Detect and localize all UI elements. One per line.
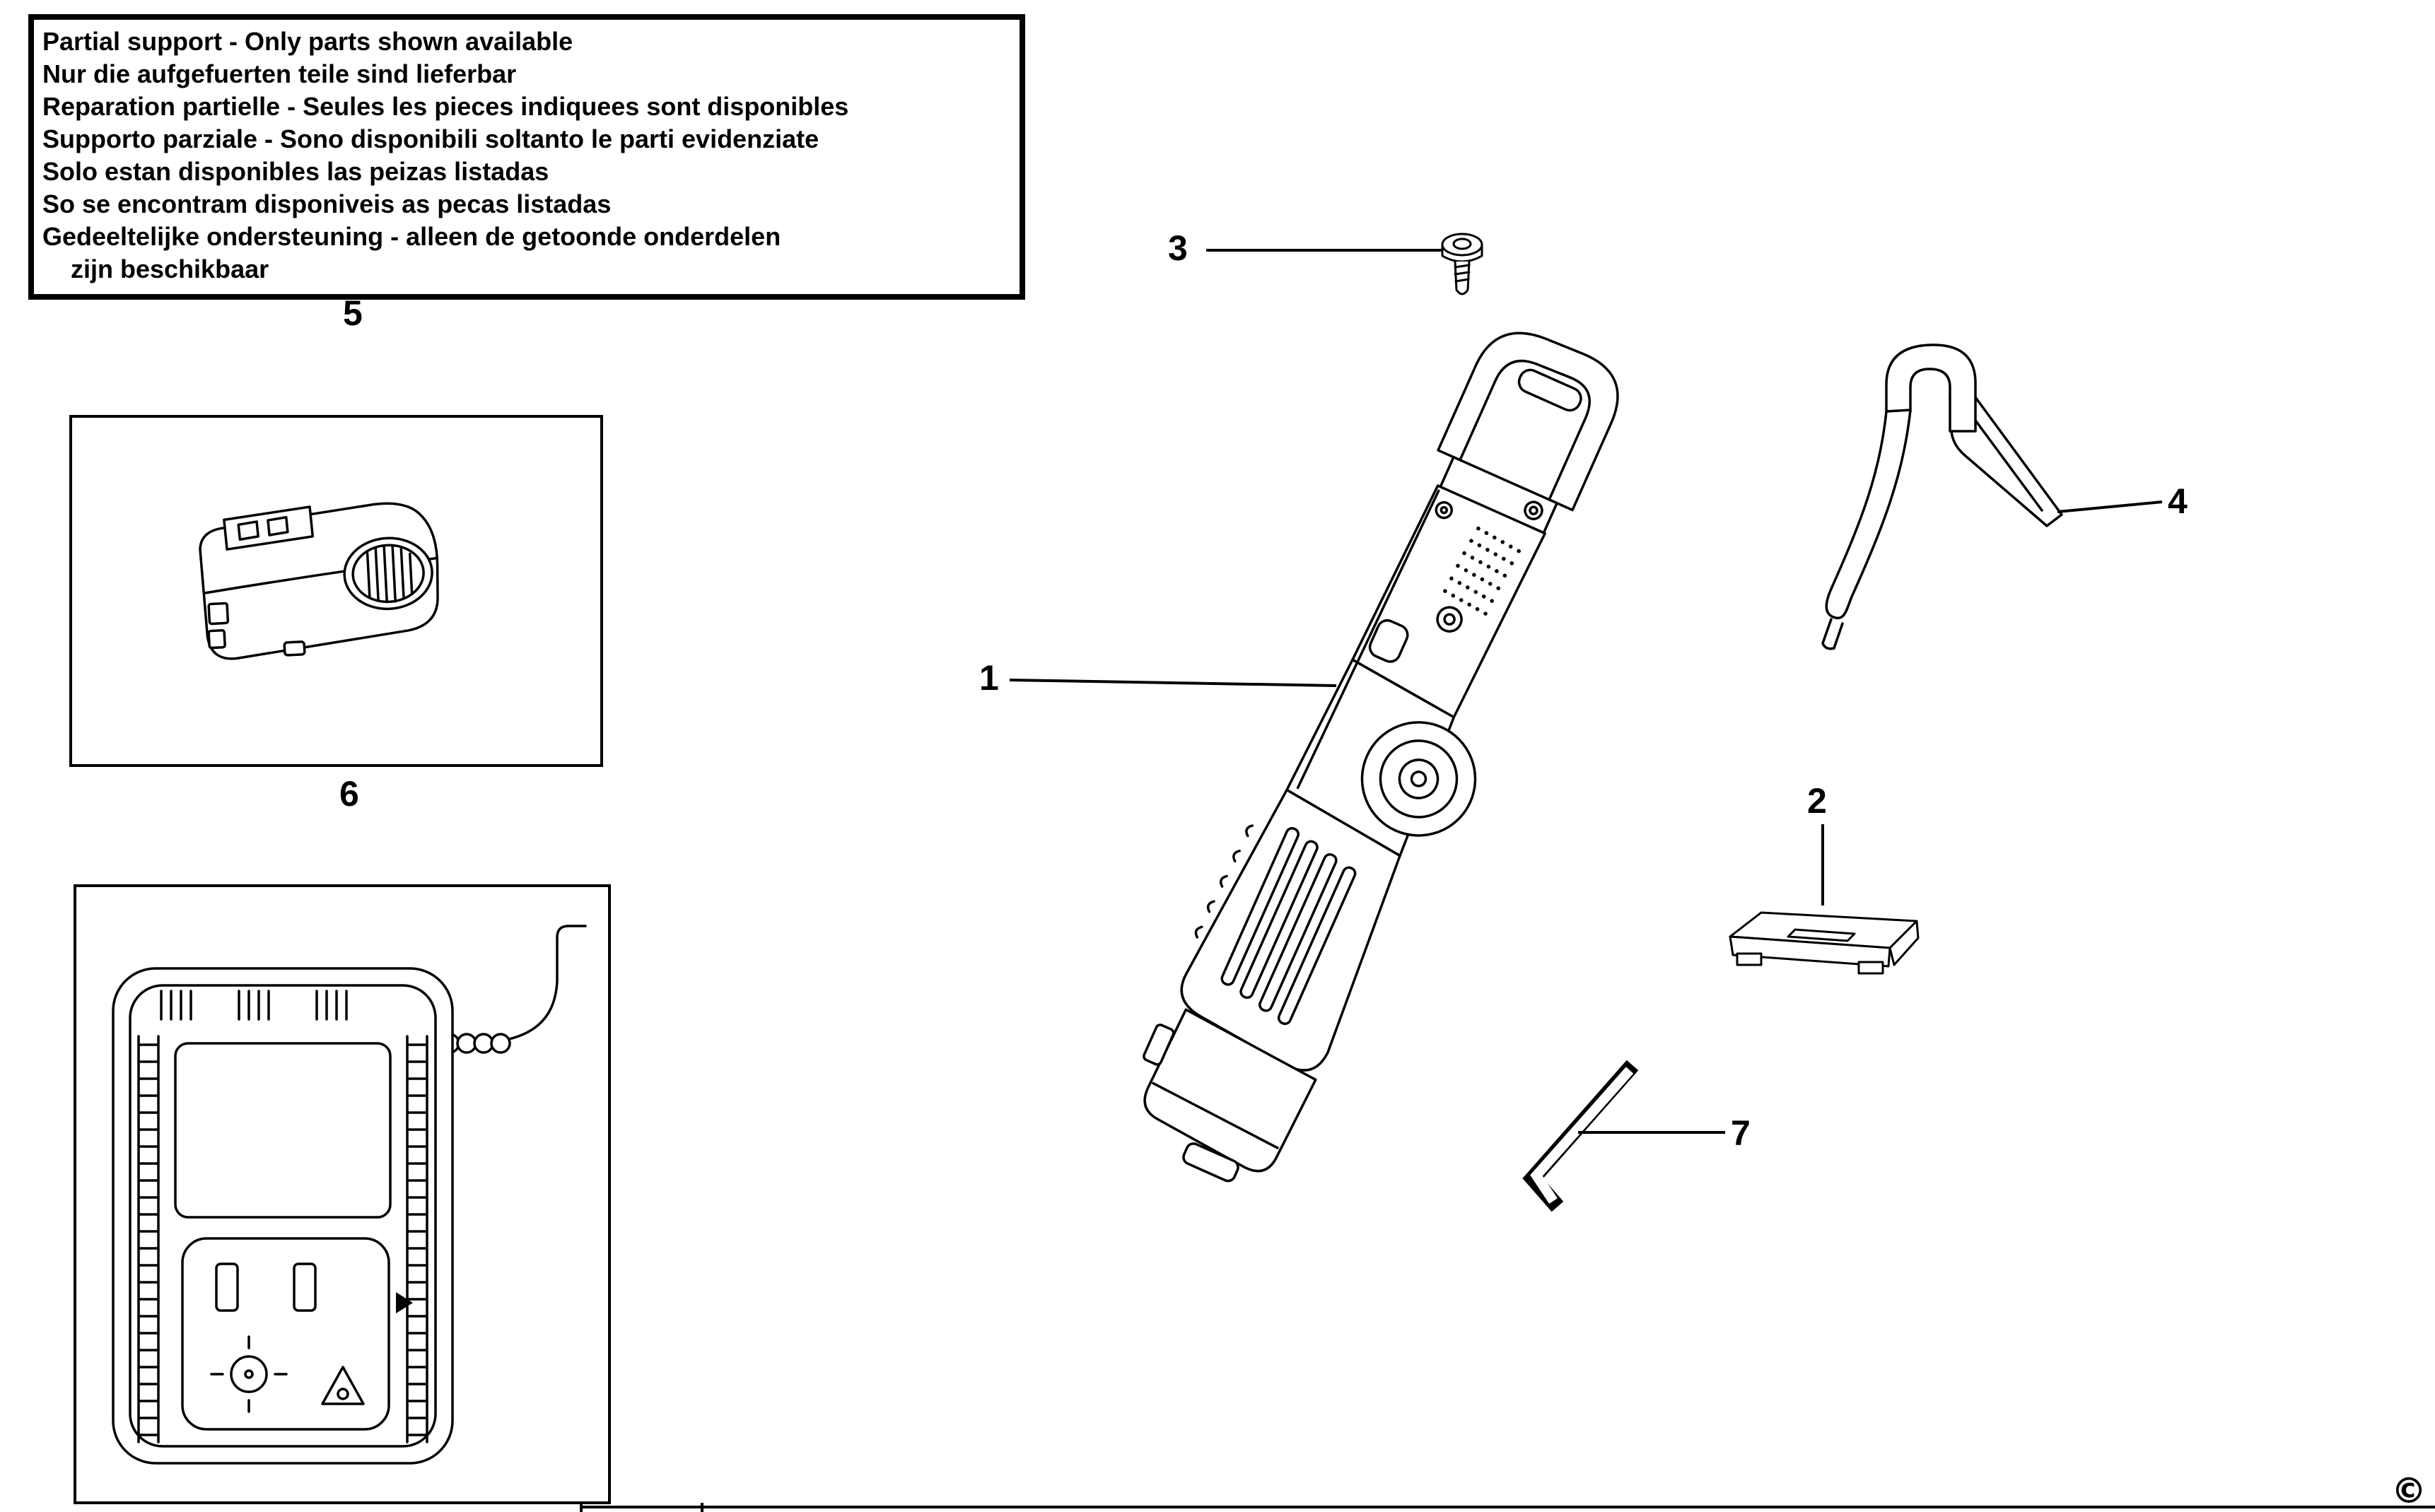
plate-end-face — [1888, 920, 1920, 966]
notice-line-it: Supporto parziale - Sono disponibili sol… — [42, 124, 819, 153]
battery-pack-figure — [199, 502, 439, 660]
guard-web-line — [1973, 417, 2043, 512]
tool-seam-line — [1296, 489, 1440, 790]
notice-line-de: Nur die aufgefuerten teile sind lieferba… — [42, 59, 517, 88]
tool-clamp-center — [1410, 770, 1427, 787]
cavity-screw-cross — [210, 1335, 288, 1413]
tool-foot-slot — [1517, 368, 1582, 412]
notice-line-es: Solo estan disponibles las peizas listad… — [42, 157, 549, 186]
screw-shank — [1454, 260, 1471, 295]
callout-3: 3 — [1168, 228, 1188, 268]
screw-threads — [1454, 264, 1471, 283]
tool-edge-bumps — [1194, 824, 1254, 939]
plate-foot — [1736, 952, 1763, 966]
charger-cord — [508, 925, 587, 1041]
cavity-screw-center — [244, 1369, 254, 1379]
tool-battery-foot — [1182, 1142, 1239, 1183]
plate-foot — [1857, 961, 1884, 975]
callout-5: 5 — [343, 293, 363, 333]
guard-foot — [1821, 618, 1844, 650]
callout-1: 1 — [979, 658, 999, 698]
charger-top-vents — [160, 990, 192, 1021]
charger-label-panel — [174, 1042, 392, 1219]
charger-figure — [112, 925, 587, 1465]
battery-clip — [207, 602, 230, 626]
tool-grip-rib — [1259, 853, 1338, 1012]
screw-figure — [1441, 233, 1483, 295]
tool-pivot-bolt-center — [1529, 505, 1538, 515]
plate-front-face — [1729, 935, 1891, 968]
charger-cavity — [181, 1237, 390, 1431]
charger-body — [112, 967, 454, 1465]
battery-button-ribs — [366, 545, 414, 604]
tool-screw-center — [1440, 505, 1449, 515]
notice-line-fr: Reparation partielle - Seules les pieces… — [42, 92, 849, 121]
tool-side-button-center — [1443, 613, 1456, 626]
cavity-slot — [293, 1262, 317, 1312]
cavity-slot — [215, 1262, 239, 1312]
tool-battery-parting-line — [1152, 1082, 1279, 1149]
charger-face — [129, 984, 437, 1448]
tool-vent-dots — [1443, 526, 1522, 616]
notice-line-en: Partial support - Only parts shown avail… — [42, 27, 573, 56]
screw-socket — [1452, 238, 1472, 250]
callout-4: 4 — [2168, 481, 2188, 521]
hex-key-fill — [1530, 1067, 1634, 1204]
warning-triangle-dot — [337, 1388, 349, 1400]
battery-terminal-slot — [267, 516, 289, 537]
notice-line-nl: Gedeeltelijke ondersteuning - alleen de … — [42, 222, 781, 251]
shoe-plate-figure — [1729, 911, 1920, 975]
plate-slot — [1787, 928, 1856, 942]
notice-line-pt: So se encontram disponiveis as pecas lis… — [42, 189, 612, 218]
tool-foot — [1437, 332, 1619, 512]
callout-2: 2 — [1807, 781, 1827, 821]
cord-coil — [473, 1033, 494, 1054]
tool-battery-clip — [1143, 1024, 1175, 1066]
tool-switch-window — [1368, 619, 1409, 663]
cord-coil — [490, 1033, 511, 1054]
battery-clip — [207, 628, 226, 650]
callout-6: 6 — [339, 774, 359, 814]
warning-triangle-icon — [321, 1366, 365, 1405]
tool-grip-rib — [1239, 840, 1319, 1000]
reciprocating-saw-figure — [1143, 332, 1619, 1183]
charger-top-vents — [315, 990, 348, 1021]
charger-left-fins — [137, 1035, 160, 1443]
tool-grip-rib — [1220, 827, 1300, 986]
hex-key-figure — [1522, 1060, 1639, 1212]
tool-grip-rib — [1277, 866, 1357, 1026]
copyright-mark: © — [2391, 1470, 2427, 1511]
charger-top-vents — [238, 990, 270, 1021]
alignment-arrow-icon — [396, 1292, 413, 1313]
battery-release-button — [351, 544, 425, 604]
guard-bracket-figure — [1821, 344, 2063, 650]
notice-line-nl2: zijn beschikbaar — [42, 254, 269, 283]
battery-tab — [283, 640, 306, 657]
battery-terminal-slot — [237, 520, 259, 541]
charger-right-fins — [406, 1035, 428, 1443]
guard-arm — [1825, 409, 1912, 620]
callout-7: 7 — [1731, 1113, 1751, 1153]
cord-coil — [456, 1033, 477, 1054]
partial-support-notice: Partial support - Only parts shown avail… — [28, 14, 1025, 300]
tool-battery-block — [1143, 1008, 1317, 1173]
